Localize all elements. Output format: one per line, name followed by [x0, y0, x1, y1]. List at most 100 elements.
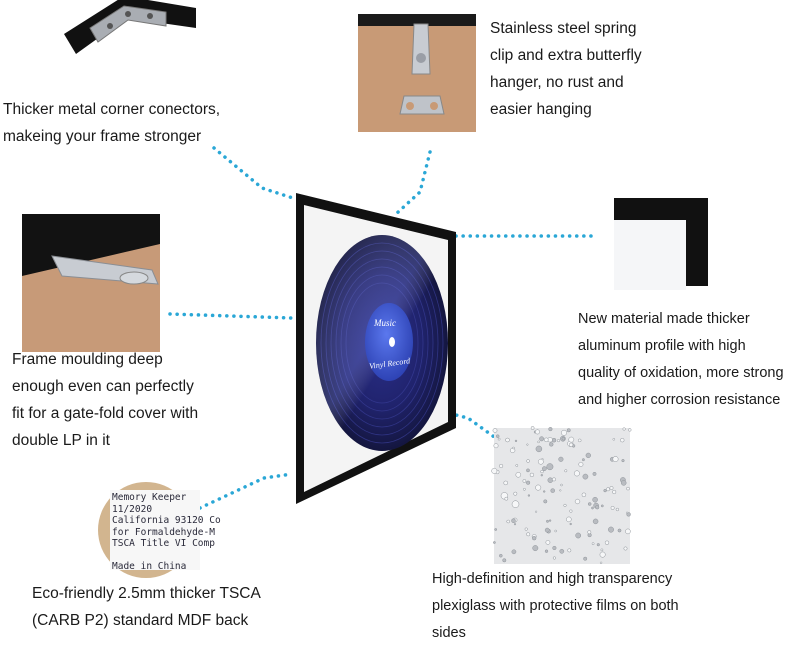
aluminum-profile-image: [604, 176, 724, 296]
water-droplet: [585, 452, 591, 459]
record-label-line1: Music: [373, 318, 396, 328]
water-droplet: [511, 518, 516, 523]
connector-corner: [212, 146, 298, 201]
water-droplet: [582, 473, 589, 480]
water-droplet: [606, 487, 610, 492]
water-droplet: [527, 494, 531, 497]
water-droplet: [526, 480, 531, 485]
water-droplet: [599, 551, 606, 558]
water-droplet: [542, 466, 547, 471]
water-droplet: [537, 458, 544, 465]
water-droplet: [622, 427, 626, 431]
water-droplet: [591, 506, 594, 510]
caption-plexiglass: High-definition and high transparency pl…: [432, 571, 679, 641]
water-droplet: [540, 469, 544, 474]
connector-moulding: [168, 312, 294, 320]
water-droplet: [546, 519, 549, 523]
water-droplet: [573, 470, 580, 477]
water-droplet: [497, 437, 501, 441]
water-droplet: [511, 500, 520, 508]
water-droplet: [599, 561, 603, 564]
water-droplet: [568, 436, 575, 443]
water-droplet: [604, 540, 610, 545]
water-droplet: [547, 477, 554, 483]
back-sticker-line: 11/2020: [112, 503, 153, 515]
water-droplet: [561, 436, 566, 441]
water-droplet: [626, 486, 630, 491]
water-droplet: [600, 548, 604, 552]
water-droplet: [615, 507, 620, 512]
water-droplet: [623, 546, 628, 551]
water-droplet: [581, 492, 587, 498]
water-droplet: [540, 474, 543, 477]
water-droplet: [561, 429, 567, 436]
water-droplet: [526, 443, 529, 446]
water-droplet: [524, 527, 528, 531]
water-droplet: [610, 505, 615, 510]
water-droplet: [567, 548, 572, 553]
connector-glass: [434, 408, 506, 446]
water-droplet: [621, 459, 625, 463]
water-droplet: [499, 463, 504, 469]
water-droplet: [515, 464, 519, 467]
water-droplet: [544, 527, 550, 533]
water-droplet: [493, 541, 496, 544]
water-droplet: [535, 445, 543, 453]
water-droplet: [620, 480, 627, 486]
water-droplet: [591, 542, 595, 546]
back-sticker-line: Memory Keeper: [112, 492, 187, 503]
water-droplet: [549, 442, 554, 447]
water-droplet: [526, 459, 530, 463]
water-droplet: [612, 438, 616, 441]
water-droplet: [559, 489, 562, 492]
water-droplet: [499, 553, 503, 558]
water-droplet: [543, 499, 548, 504]
water-droplet: [620, 438, 625, 443]
water-droplet: [592, 471, 597, 476]
caption-aluminum-profile: New material made thicker aluminum profi…: [578, 311, 784, 408]
water-droplet: [600, 504, 604, 508]
water-droplet: [603, 488, 607, 493]
water-droplet: [575, 532, 582, 539]
water-droplet: [532, 536, 537, 541]
water-droplet: [550, 488, 555, 493]
water-droplet: [596, 543, 600, 547]
water-droplet: [529, 472, 535, 478]
back-sticker-line: for Formaldehyde-M: [112, 526, 215, 538]
water-droplet: [587, 530, 592, 535]
water-droplet: [513, 523, 517, 526]
water-droplet: [617, 528, 622, 533]
water-droplet: [503, 480, 508, 486]
water-droplet: [514, 439, 518, 443]
caption-mdf-back: Eco-friendly 2.5mm thicker TSCA (CARB P2…: [32, 585, 261, 629]
water-droplet: [560, 483, 563, 487]
water-droplet: [559, 548, 565, 554]
water-droplet: [526, 468, 530, 473]
water-droplet: [546, 463, 554, 471]
water-droplet: [583, 556, 588, 561]
water-droplet: [537, 440, 540, 444]
water-droplet: [595, 505, 600, 510]
spring-clip-image: [358, 14, 476, 132]
water-droplet: [530, 426, 535, 430]
water-droplet: [577, 438, 582, 443]
water-droplet: [513, 491, 518, 496]
back-sticker-line: Made in China: [112, 561, 187, 572]
water-droplet: [563, 503, 567, 507]
connector-back: [198, 472, 294, 510]
water-droplet: [608, 526, 614, 533]
vinyl-record: [316, 235, 448, 451]
water-droplet: [495, 434, 500, 438]
water-droplet: [552, 545, 557, 551]
water-droplet: [522, 479, 527, 483]
water-droplet: [545, 540, 551, 545]
back-sticker-line: [112, 550, 221, 562]
water-droplet: [532, 545, 539, 552]
water-droplet: [535, 484, 542, 491]
water-droplet: [505, 437, 510, 443]
water-droplet: [552, 477, 556, 482]
water-droplet: [526, 532, 531, 537]
